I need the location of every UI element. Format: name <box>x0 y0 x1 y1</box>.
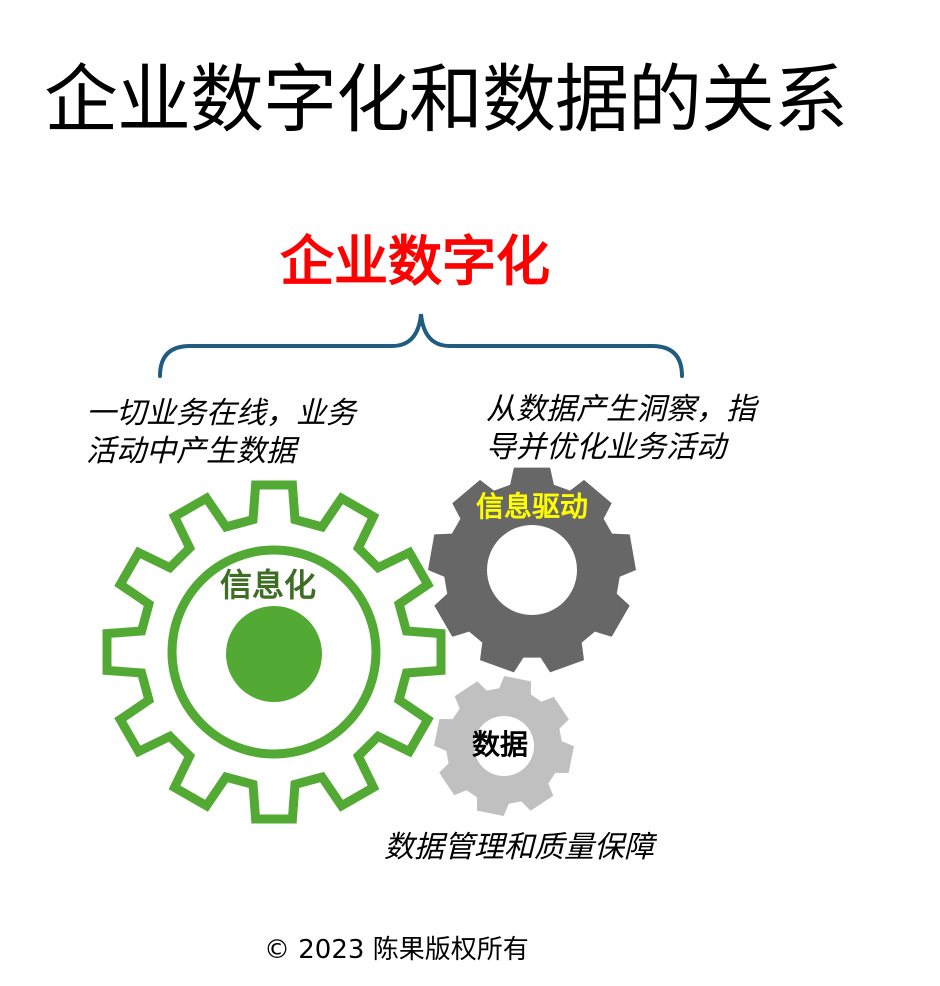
data-label: 数据 <box>472 728 529 761</box>
data-gear-icon <box>434 676 574 816</box>
page-title: 企业数字化和数据的关系 <box>44 57 848 143</box>
info-driven-label: 信息驱动 <box>476 490 589 523</box>
curly-brace <box>158 313 684 378</box>
informatization-gear-hub <box>226 606 322 702</box>
informatization-gear-icon <box>102 480 446 824</box>
description-right: 从数据产生洞察，指 导并优化业务活动 <box>486 391 806 467</box>
description-left-line-1: 一切业务在线，业务 <box>86 396 356 431</box>
info-driven-gear-icon <box>428 467 636 673</box>
description-right-line-2: 导并优化业务活动 <box>486 430 726 465</box>
heading-enterprise-digitalization: 企业数字化 <box>280 230 550 293</box>
description-left: 一切业务在线，业务 活动中产生数据 <box>86 395 406 471</box>
copyright-notice: © 2023 陈果版权所有 <box>264 935 529 965</box>
description-bottom: 数据管理和质量保障 <box>384 830 654 865</box>
informatization-gear-ring <box>167 545 381 759</box>
informatization-label: 信息化 <box>220 566 317 604</box>
description-left-line-2: 活动中产生数据 <box>86 434 296 469</box>
description-right-line-1: 从数据产生洞察，指 <box>486 392 756 427</box>
